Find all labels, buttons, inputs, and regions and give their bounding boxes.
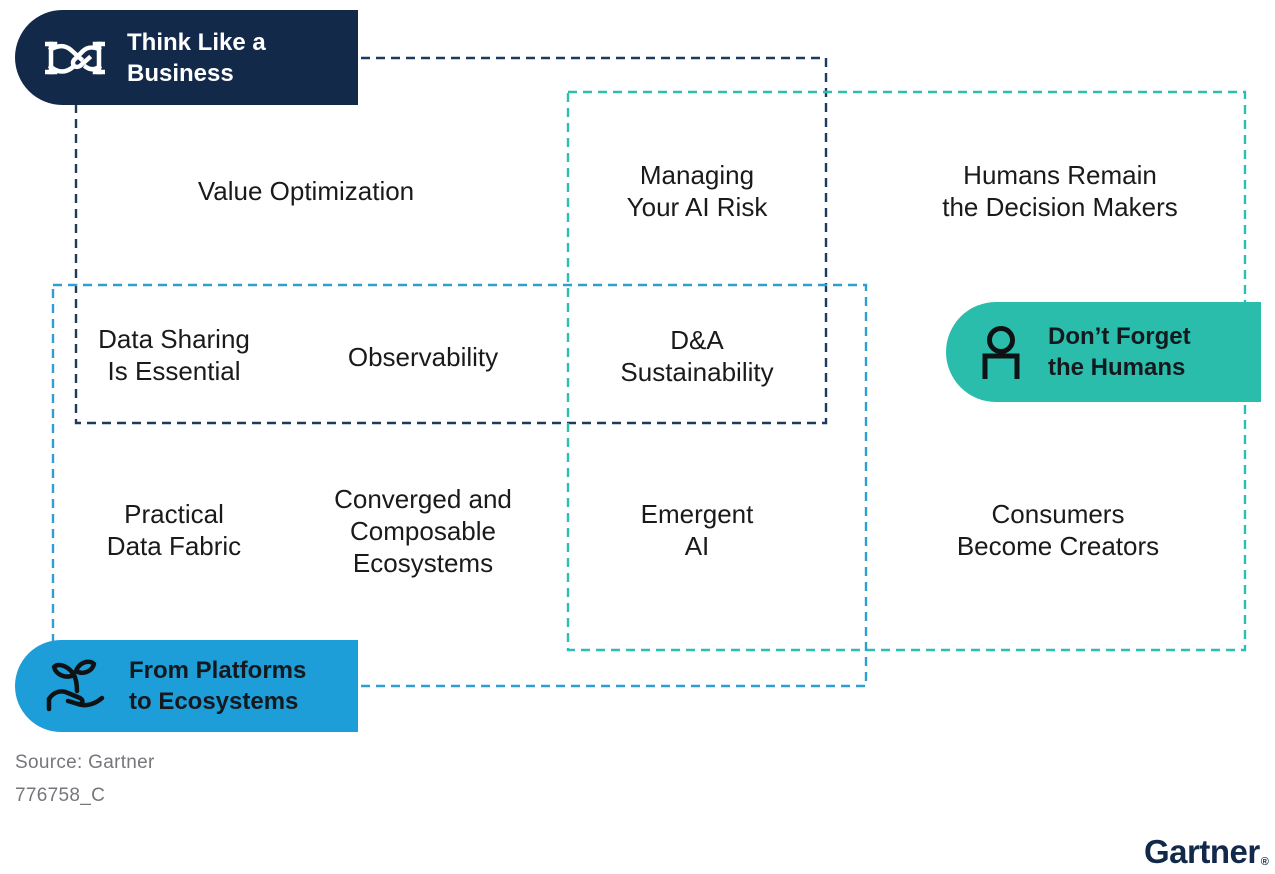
plant-hand-icon [45,657,107,715]
pill-label-line: to Ecosystems [129,688,299,715]
pill-from-platforms-to-ecosystems: From Platforms to Ecosystems [15,640,358,732]
trend-line: the Decision Makers [942,192,1178,222]
trend-line: AI [684,531,710,561]
trend-da-sustainability: D&A Sustainability [620,324,773,388]
trend-consumers-become-creators: Consumers Become Creators [957,498,1159,562]
pill-label: Don’t Forget the Humans [1048,321,1191,383]
source-note: Source: Gartner [15,752,155,773]
pill-label-line: From Platforms [129,657,307,684]
trend-managing-your-ai-risk: Managing Your AI Risk [627,159,768,223]
gartner-logo-text: Gartner [1144,833,1260,870]
pill-label: Think Like a Business [127,27,266,89]
person-icon [976,325,1026,379]
think-like-a-business-group-outline [74,56,828,425]
from-platforms-to-ecosystems-group-outline [51,283,868,688]
trend-line: Become Creators [956,531,1160,561]
trend-line: Data Fabric [106,531,242,561]
trend-line: Composable [350,516,496,546]
pill-think-like-a-business: Think Like a Business [15,10,358,105]
trend-data-sharing-is-essential: Data Sharing Is Essential [98,323,250,387]
trend-practical-data-fabric: Practical Data Fabric [107,498,241,562]
trend-humans-remain-the-decision-makers: Humans Remain the Decision Makers [942,159,1178,223]
trend-line: Practical [124,499,224,529]
trend-line: Consumers [991,499,1125,529]
registered-mark: ® [1260,856,1269,868]
pill-label-line: Think Like a [127,28,266,56]
trend-line: Emergent [640,499,754,529]
document-code: 776758_C [15,785,106,806]
trend-line: Ecosystems [352,548,494,578]
handshake-icon [45,34,105,82]
pill-dont-forget-the-humans: Don’t Forget the Humans [946,302,1261,402]
dont-forget-the-humans-group-outline [566,90,1247,652]
trend-line: Humans Remain [963,160,1157,190]
pill-label: From Platforms to Ecosystems [129,655,306,717]
trend-line: Value Optimization [197,176,415,206]
trend-observability: Observability [348,341,498,373]
trend-line: Your AI Risk [626,192,768,222]
trend-line: Observability [347,342,499,372]
trend-line: Converged and [334,484,512,514]
pill-label-line: Business [127,59,234,87]
trend-emergent-ai: Emergent AI [641,498,754,562]
trend-line: D&A [670,325,724,355]
pill-label-line: Don’t Forget [1048,323,1191,350]
trend-line: Data Sharing [98,324,250,354]
trend-line: Sustainability [620,357,774,387]
pill-label-line: the Humans [1048,354,1186,381]
trend-value-optimization: Value Optimization [198,175,414,207]
gartner-logo: Gartner ® [1144,833,1269,871]
trend-converged-and-composable-ecosystems: Converged and Composable Ecosystems [334,483,512,579]
trend-line: Managing [639,160,755,190]
trend-line: Is Essential [107,356,241,386]
